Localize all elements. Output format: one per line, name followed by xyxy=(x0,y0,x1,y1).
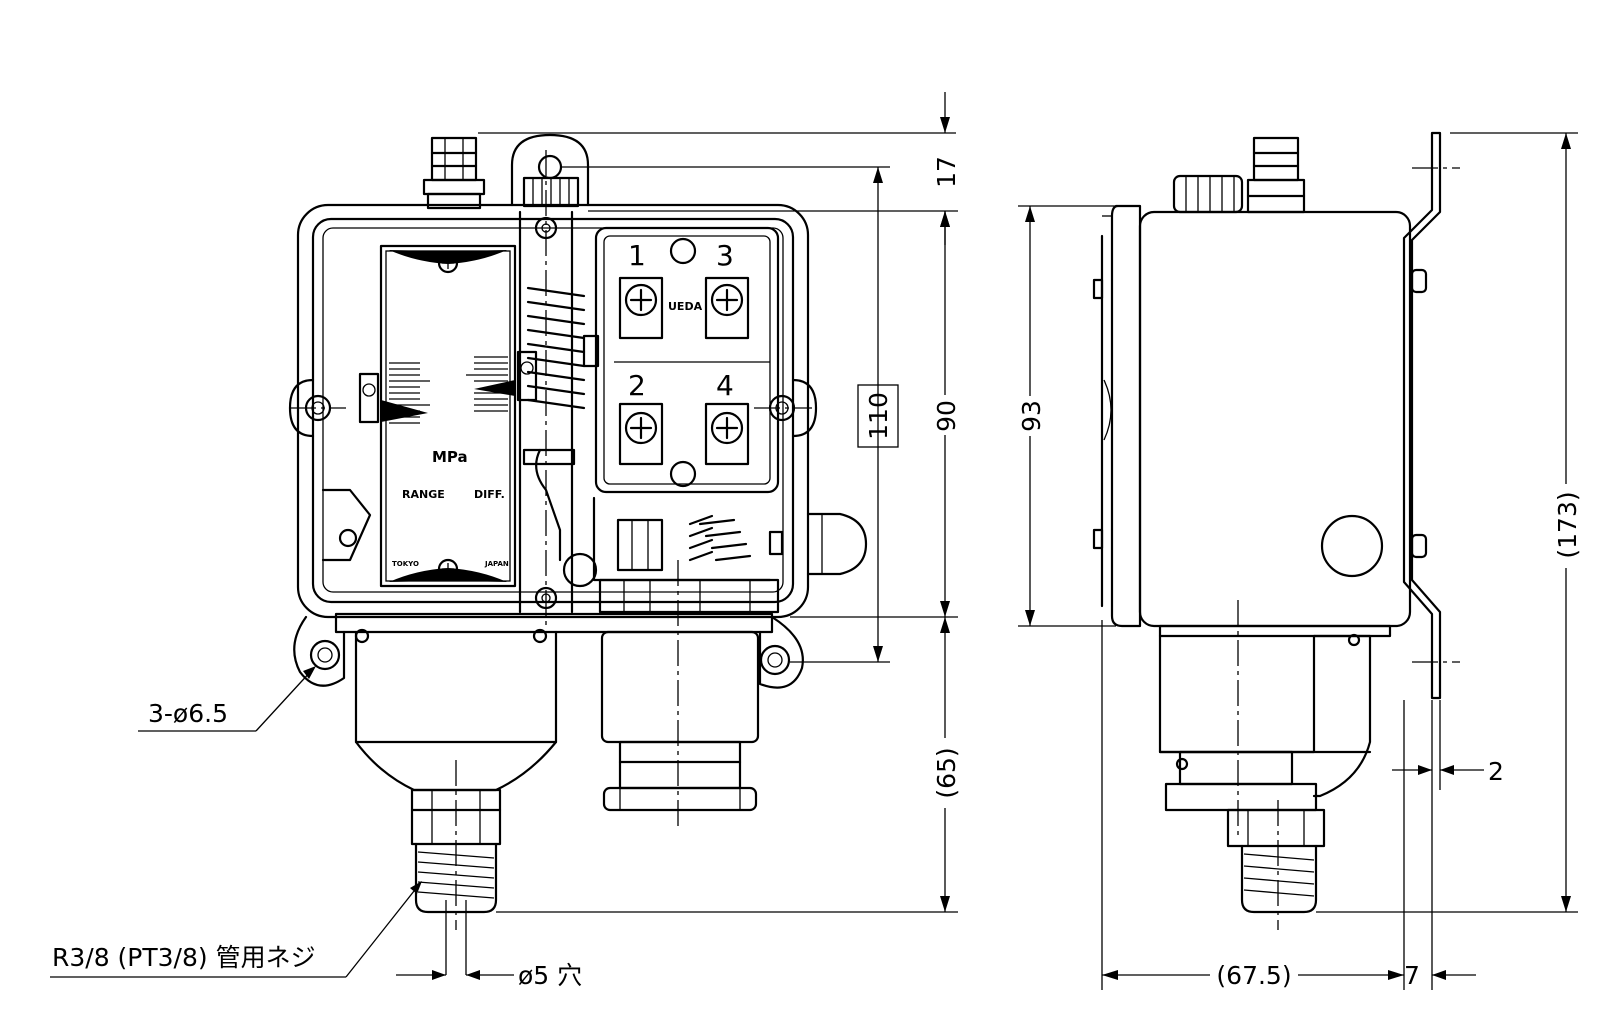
dim-173: (173) xyxy=(1553,491,1582,558)
dim-90: 90 xyxy=(932,400,961,432)
front-view: MPa RANGE DIFF. TOKYO JAPAN xyxy=(288,133,868,975)
mount-hole-right xyxy=(754,378,818,438)
diff-label: DIFF. xyxy=(474,488,505,501)
dim-93: 93 xyxy=(1017,400,1046,432)
unit-label: MPa xyxy=(432,448,468,466)
side-knob xyxy=(806,512,868,576)
side-housing xyxy=(1138,210,1412,628)
terminal-2-label: 2 xyxy=(628,369,646,402)
mechanism xyxy=(518,150,600,625)
terminal-1-label: 1 xyxy=(628,239,646,272)
side-cover xyxy=(1110,204,1142,628)
dim-17: 17 xyxy=(932,156,961,188)
top-fitting xyxy=(422,136,486,210)
front-dimensions: 17 110 90 (65) 3-ø6.5 R3/8 (PT3/8) 管用ネジ xyxy=(50,92,961,990)
scale-plate: MPa RANGE DIFF. TOKYO JAPAN xyxy=(358,244,538,588)
thread-callout: R3/8 (PT3/8) 管用ネジ xyxy=(52,943,316,972)
origin-left: TOKYO xyxy=(392,560,419,568)
dim-110-box xyxy=(857,384,899,448)
range-label: RANGE xyxy=(402,488,445,501)
origin-right: JAPAN xyxy=(484,560,509,568)
mount-ear-right xyxy=(758,615,804,689)
side-bracket xyxy=(1402,131,1442,700)
cam-tab xyxy=(321,488,372,562)
terminal-block: 1 3 2 4 UEDA xyxy=(594,226,780,494)
brand-label: UEDA xyxy=(668,300,703,313)
side-dimensions: 93 (173) 2 (67.5) 7 xyxy=(1015,132,1582,990)
mount-ear-left xyxy=(293,615,346,687)
mount-hole-left xyxy=(288,378,346,438)
dim-7: 7 xyxy=(1404,961,1420,990)
bellows-housing xyxy=(354,628,558,975)
bore-callout: ø5 穴 xyxy=(518,961,582,990)
cable-gland xyxy=(600,560,760,830)
dim-2: 2 xyxy=(1488,757,1504,786)
dim-65: (65) xyxy=(932,747,961,798)
front-flange xyxy=(334,612,774,634)
dim-67-5: (67.5) xyxy=(1216,961,1291,990)
lower-mechanism xyxy=(592,496,784,614)
dim-110: 110 xyxy=(864,392,893,440)
mount-holes-callout: 3-ø6.5 xyxy=(148,699,228,728)
side-view xyxy=(1092,131,1460,930)
terminal-4-label: 4 xyxy=(716,369,734,402)
side-indicator xyxy=(1320,514,1384,578)
hanging-lug xyxy=(510,133,590,208)
terminal-3-label: 3 xyxy=(716,239,734,272)
